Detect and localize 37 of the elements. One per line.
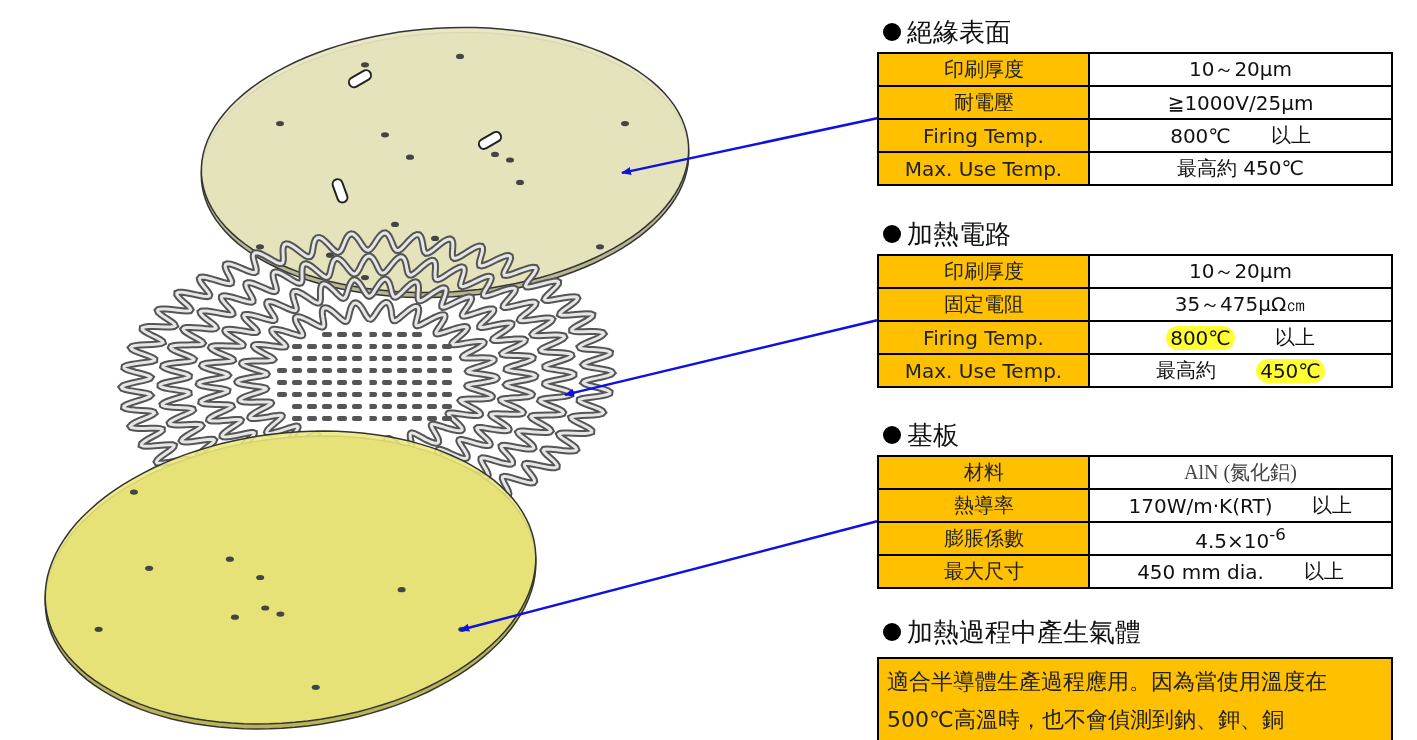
property-label: Firing Temp.	[923, 325, 1044, 350]
section-heading: 絕緣表面	[907, 15, 1011, 49]
property-value: 最高約	[1156, 357, 1217, 384]
property-value: 10～20μm	[1188, 258, 1293, 285]
property-label: Firing Temp.	[923, 123, 1044, 148]
property-value: 170W/m·K(RT)	[1128, 493, 1273, 518]
property-value: 450 mm dia.	[1137, 559, 1264, 584]
property-value: 35～475μΩ㎝	[1174, 291, 1307, 318]
property-value: 4.5×10$^{-6}$	[1195, 524, 1286, 553]
property-label: 材料	[963, 459, 1004, 486]
property-label: 熱導率	[953, 492, 1014, 519]
property-value: ≧1000V/25μm	[1167, 90, 1314, 115]
property-label: 印刷厚度	[943, 258, 1024, 285]
property-label: 耐電壓	[953, 89, 1014, 116]
highlighted-value: 800℃	[1166, 325, 1235, 350]
arrow	[563, 319, 878, 397]
arrow	[459, 520, 878, 632]
property-label: 固定電阻	[943, 291, 1024, 318]
arrow	[621, 116, 878, 175]
property-label: 膨脹係數	[943, 525, 1024, 552]
property-value: 10～20μm	[1188, 56, 1293, 83]
highlighted-value: 450℃	[1256, 358, 1325, 383]
section-heading: 加熱過程中產生氣體	[907, 615, 1141, 649]
property-label: Max. Use Temp.	[904, 358, 1063, 383]
description-text: 適合半導體生產過程應用。因為當使用溫度在500℃高溫時，也不會偵測到鈉、鉀、銅	[887, 668, 1328, 734]
property-value: 以上	[1270, 122, 1311, 149]
property-value: 以上	[1274, 324, 1315, 351]
property-label: 最大尺寸	[943, 558, 1024, 585]
property-value: 最高約 450℃	[1177, 155, 1304, 182]
property-label: 印刷厚度	[943, 56, 1024, 83]
property-value: 以上	[1312, 492, 1353, 519]
property-value: 800℃	[1170, 123, 1231, 148]
property-label: Max. Use Temp.	[904, 156, 1063, 181]
section-heading: 加熱電路	[907, 217, 1011, 251]
property-value: 以上	[1303, 558, 1344, 585]
section-heading: 基板	[907, 418, 959, 452]
property-value: AlN (氮化鋁)	[1184, 460, 1297, 486]
